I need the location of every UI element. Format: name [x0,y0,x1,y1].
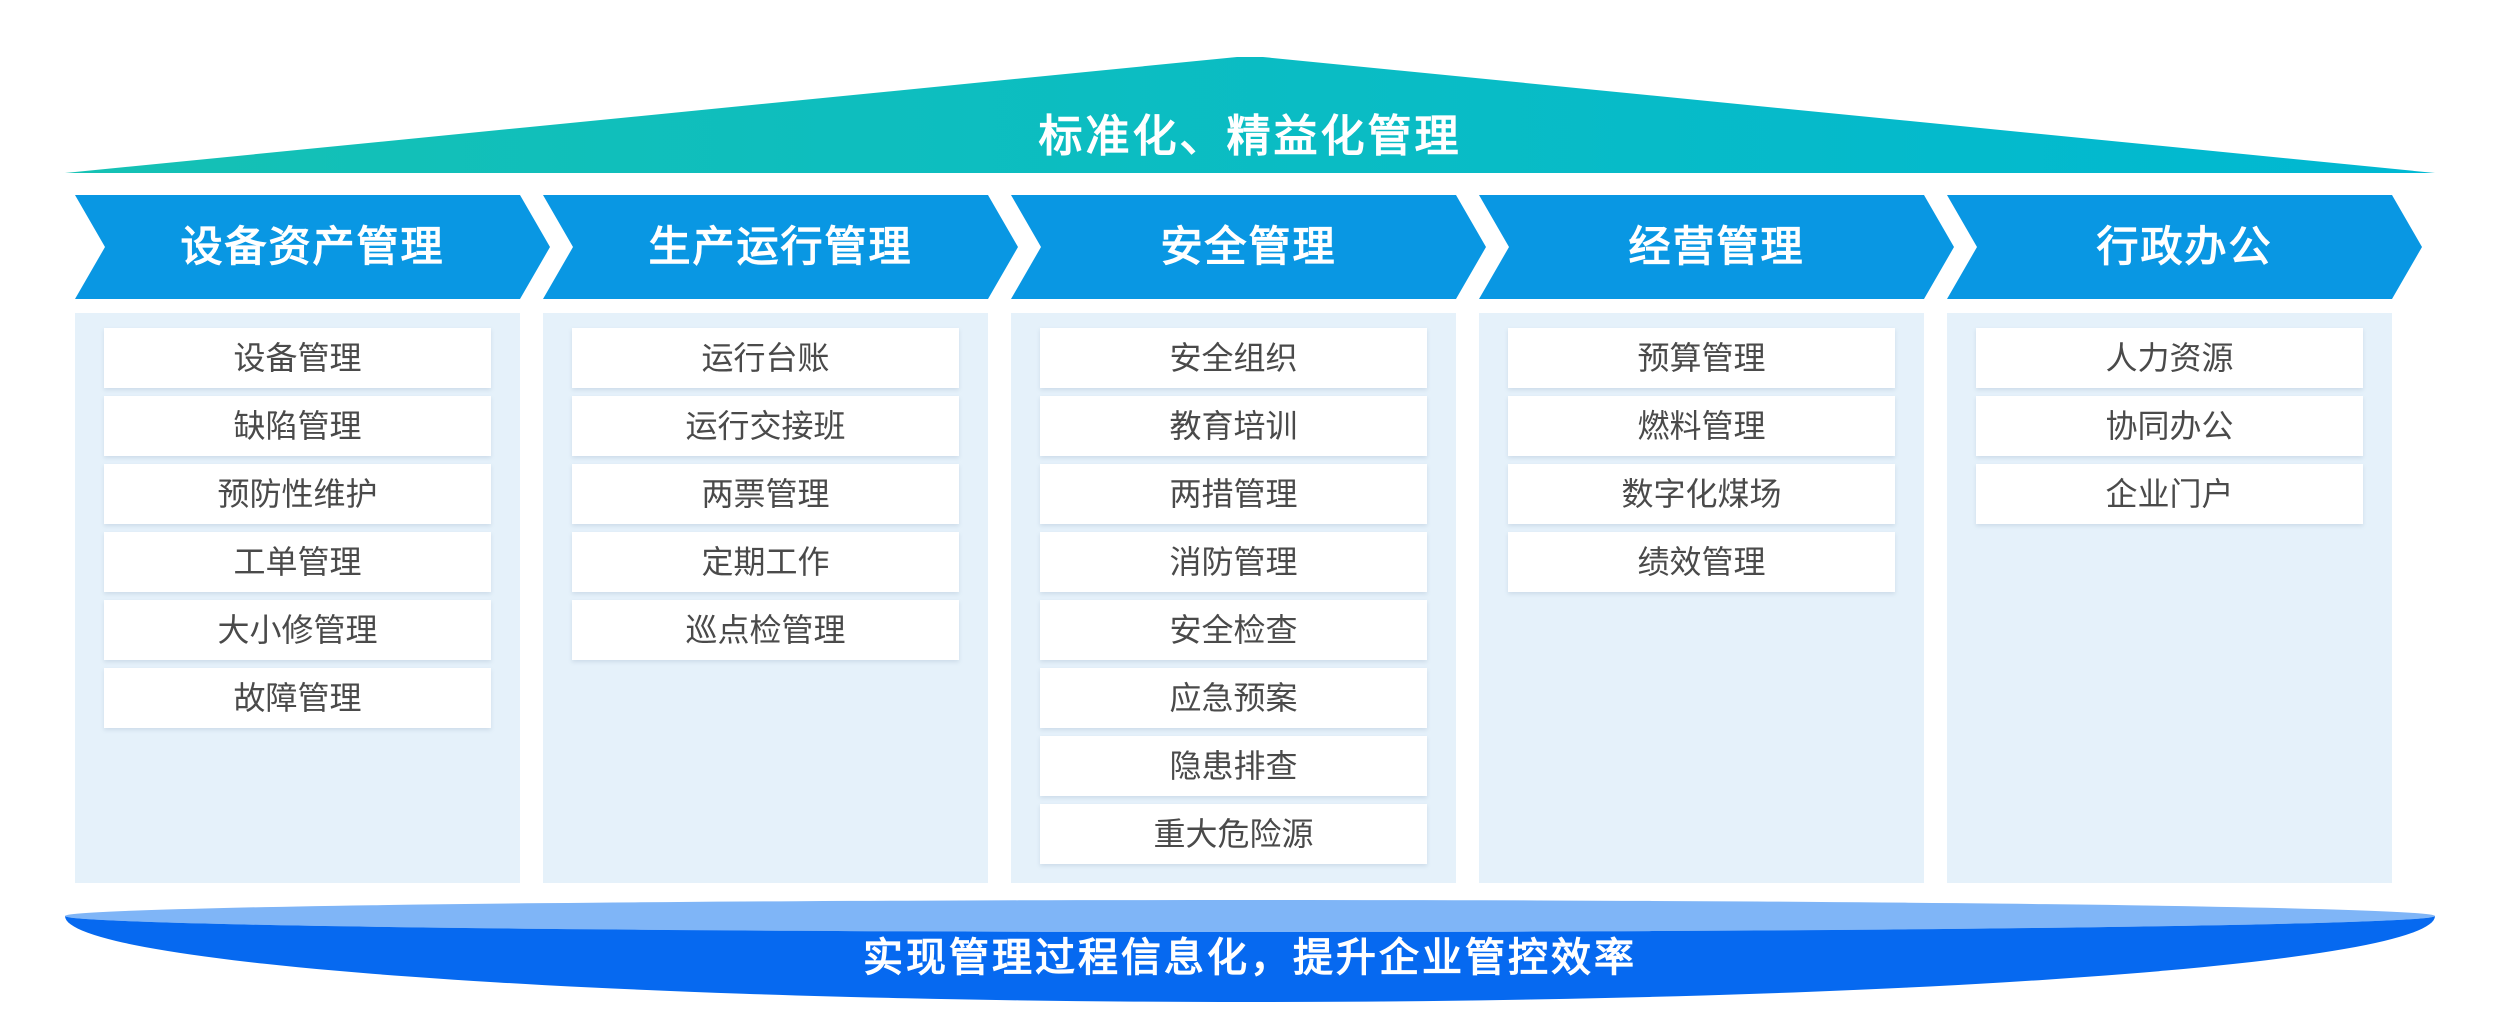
module-item: 预算管理 [1508,328,1895,388]
column-header-label: 设备资产管理 [180,222,445,271]
arrow-ribbon-shape [75,195,550,299]
module-item: 数字化煤场 [1508,464,1895,524]
module-item: 两票管理 [572,464,959,524]
module-item: 大小修管理 [104,600,491,660]
column-panel: 设备管理 缺陷管理 预防性维护 工单管理 大小修管理 故障管理 [75,313,520,883]
column-header-arrow [1947,195,2422,299]
module-item: 燃料管理 [1508,396,1895,456]
module-item: 两措管理 [1040,464,1427,524]
column-administrative-office: 行政办公 人力资源 协同办公 企业门户 [1947,195,2422,883]
module-item: 设备管理 [104,328,491,388]
roof-triangle [65,57,2435,173]
module-item: 消防管理 [1040,532,1427,592]
footer-top-rim [65,900,2435,932]
module-item: 重大危险源 [1040,804,1427,864]
module-item: 安全组织 [1040,328,1427,388]
column-equipment-asset-management: 设备资产管理 设备管理 缺陷管理 预防性维护 工单管理 大小修管理 故障管理 [75,195,550,883]
module-item: 故障管理 [104,668,491,728]
column-business-management: 经营管理 预算管理 燃料管理 数字化煤场 绩效管理 [1479,195,1954,883]
module-item: 人力资源 [1976,328,2363,388]
arrow-ribbon-shape [1947,195,2422,299]
column-production-operation-management: 生产运行管理 运行台账 运行交接班 两票管理 定期工作 巡点检管理 [543,195,1018,883]
arrow-ribbon-shape [543,195,1018,299]
module-item: 隐患排查 [1040,736,1427,796]
module-item: 工单管理 [104,532,491,592]
module-item: 预防性维护 [104,464,491,524]
roof-banner-shape [65,57,2435,173]
module-item: 教育培训 [1040,396,1427,456]
column-safety-management: 安全管理 安全组织 教育培训 两措管理 消防管理 安全检查 应急预案 隐患排查 … [1011,195,1486,883]
module-item: 巡点检管理 [572,600,959,660]
module-item: 运行交接班 [572,396,959,456]
column-header-label: 安全管理 [1160,222,1337,271]
column-panel: 安全组织 教育培训 两措管理 消防管理 安全检查 应急预案 隐患排查 重大危险源 [1011,313,1456,883]
column-header-arrow [543,195,1018,299]
column-header-label: 行政办公 [2096,222,2273,271]
module-item: 绩效管理 [1508,532,1895,592]
footer-front-face [65,916,2435,1002]
column-header-arrow [1479,195,1954,299]
column-header-label: 经营管理 [1628,222,1805,271]
column-header-label: 生产运行管理 [648,222,913,271]
footer-title: 实现管理过程信息化，提升企业管控效率 [863,935,1637,981]
column-header-arrow [75,195,550,299]
arrow-ribbon-shape [1011,195,1486,299]
footer-banner-shape [65,900,2435,1002]
module-item: 企业门户 [1976,464,2363,524]
module-item: 协同办公 [1976,396,2363,456]
roof-title: 标准化、精益化管理 [1038,111,1462,162]
module-item: 缺陷管理 [104,396,491,456]
arrow-ribbon-shape [1479,195,1954,299]
column-header-arrow [1011,195,1486,299]
column-panel: 运行台账 运行交接班 两票管理 定期工作 巡点检管理 [543,313,988,883]
module-item: 安全检查 [1040,600,1427,660]
module-item: 应急预案 [1040,668,1427,728]
module-item: 定期工作 [572,532,959,592]
module-item: 运行台账 [572,328,959,388]
column-panel: 预算管理 燃料管理 数字化煤场 绩效管理 [1479,313,1924,883]
column-panel: 人力资源 协同办公 企业门户 [1947,313,2392,883]
